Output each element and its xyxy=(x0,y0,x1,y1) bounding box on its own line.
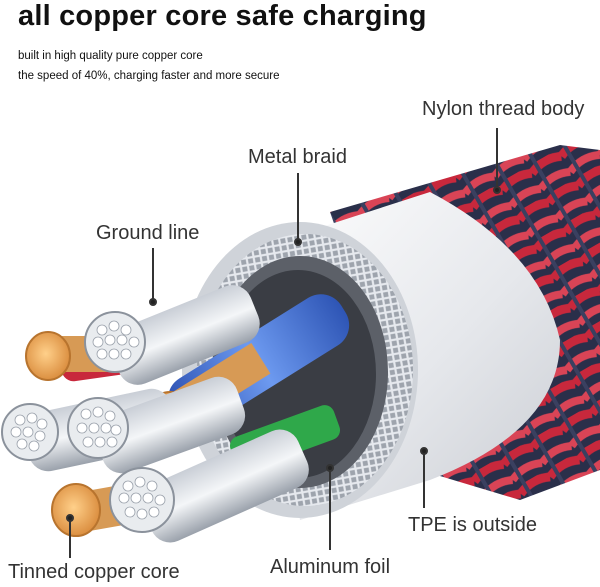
page-title: all copper core safe charging xyxy=(18,0,427,32)
leader-lines xyxy=(66,128,501,558)
subtitle-line-1: built in high quality pure copper core xyxy=(18,50,203,62)
copper-end-bottom xyxy=(51,483,101,537)
strand-end-bottom xyxy=(109,467,175,533)
label-metal-braid: Metal braid xyxy=(248,146,347,168)
strand-end-ground xyxy=(84,311,146,373)
label-tinned-copper-core: Tinned copper core xyxy=(8,561,180,583)
label-tpe-outside: TPE is outside xyxy=(408,514,537,536)
label-nylon-thread-body: Nylon thread body xyxy=(422,98,585,120)
label-ground-line: Ground line xyxy=(96,222,200,244)
strand-end-middle xyxy=(67,397,129,459)
subtitle-line-2: the speed of 40%, charging faster and mo… xyxy=(18,70,280,82)
copper-end-top xyxy=(25,331,71,381)
label-aluminum-foil: Aluminum foil xyxy=(270,556,391,578)
strand-end-left xyxy=(1,403,59,461)
